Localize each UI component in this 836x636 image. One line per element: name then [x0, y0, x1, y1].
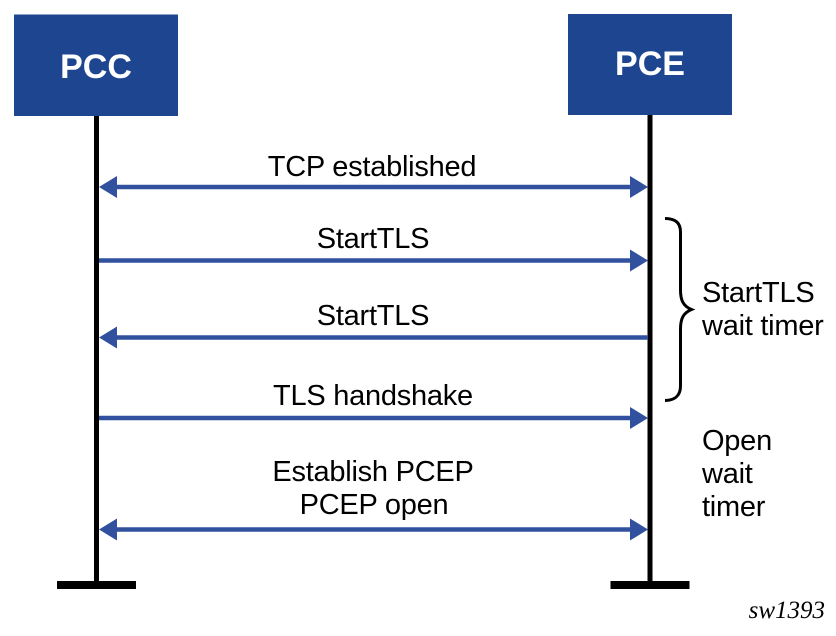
svg-text:Open: Open — [702, 425, 772, 457]
svg-text:StartTLS: StartTLS — [317, 300, 429, 332]
svg-text:StartTLS: StartTLS — [702, 277, 814, 309]
svg-text:StartTLS: StartTLS — [317, 223, 429, 255]
svg-text:wait timer: wait timer — [701, 310, 824, 342]
svg-text:timer: timer — [702, 491, 766, 523]
svg-text:PCE: PCE — [615, 45, 685, 83]
svg-text:TCP established: TCP established — [268, 151, 477, 183]
svg-text:PCEP open: PCEP open — [300, 489, 449, 521]
svg-text:Establish PCEP: Establish PCEP — [272, 456, 473, 488]
svg-text:sw1393: sw1393 — [749, 597, 825, 624]
svg-text:wait: wait — [701, 458, 753, 490]
svg-text:TLS handshake: TLS handshake — [273, 380, 473, 412]
svg-text:PCC: PCC — [60, 48, 132, 86]
